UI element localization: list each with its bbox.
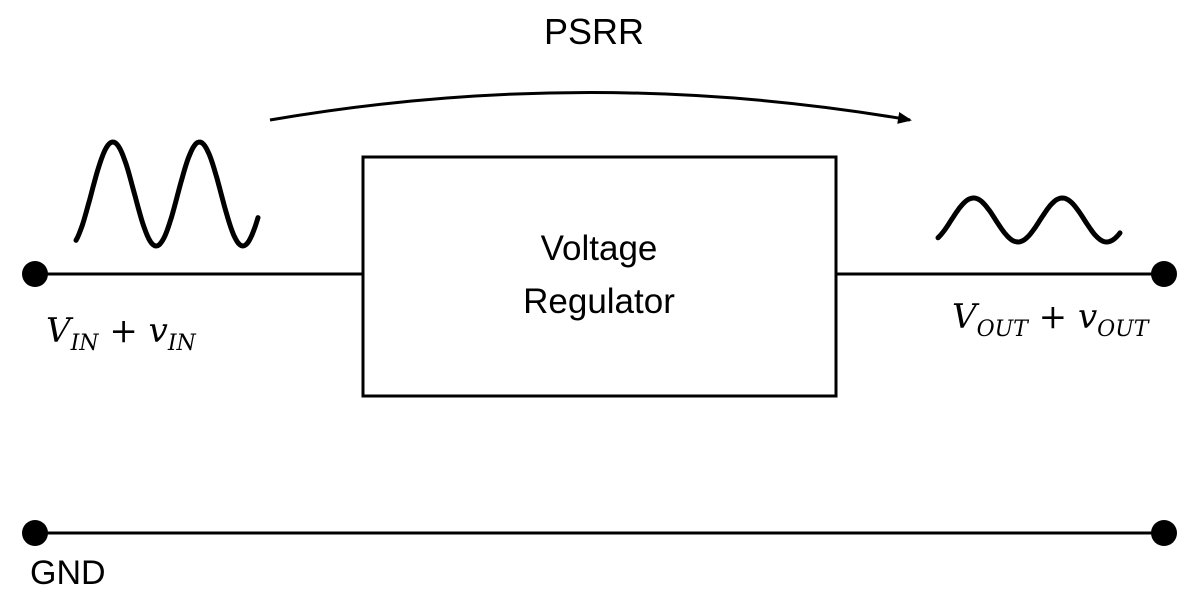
input-ripple-wave	[73, 139, 261, 249]
output-voltage-label: VOUT + vOUT	[952, 297, 1151, 342]
ground-terminal-right	[1151, 520, 1177, 546]
input-voltage-label: VIN + vIN	[46, 311, 197, 356]
block-label-line1: Voltage	[541, 229, 658, 268]
output-terminal	[1151, 261, 1177, 287]
input-terminal	[22, 261, 48, 287]
psrr-label: PSRR	[544, 11, 644, 52]
voltage-regulator-block	[361, 155, 838, 398]
output-ripple-wave	[935, 195, 1123, 245]
ground-label: GND	[30, 554, 106, 589]
block-label-line2: Regulator	[523, 282, 675, 321]
psrr-arrow	[269, 91, 912, 124]
ground-terminal-left	[22, 520, 48, 546]
